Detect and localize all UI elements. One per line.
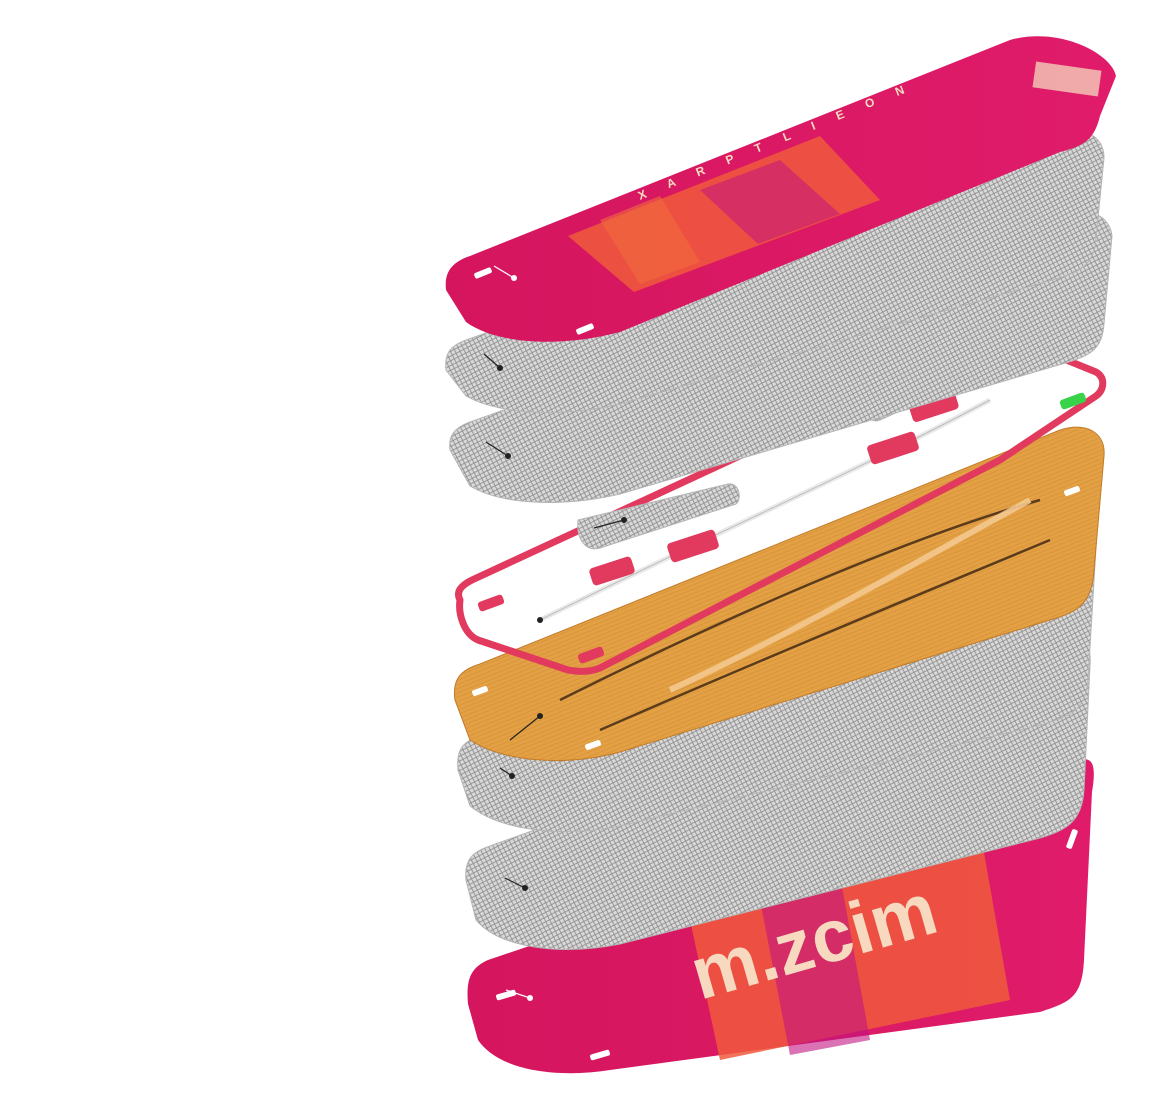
leader-dot bbox=[509, 773, 515, 779]
deck-insert-slot bbox=[474, 267, 492, 279]
leader-line bbox=[493, 265, 515, 279]
reinforcement-patch-front bbox=[577, 483, 740, 550]
top-deck-print-band-3 bbox=[600, 196, 700, 284]
leader-line bbox=[483, 353, 501, 369]
leader-dot bbox=[621, 517, 627, 523]
top-deck-logo-patch bbox=[1032, 61, 1102, 97]
wood-core-layer bbox=[453, 426, 1105, 761]
leader-dot bbox=[537, 617, 543, 623]
leader-line bbox=[509, 715, 541, 741]
leader-line bbox=[504, 877, 526, 889]
core-insert-slot bbox=[472, 686, 488, 696]
deck-insert-slot bbox=[576, 323, 594, 335]
base-print-band-2 bbox=[760, 876, 870, 1055]
leader-line bbox=[593, 519, 625, 529]
leader-dot bbox=[527, 995, 533, 1001]
base-insert-slot bbox=[590, 1049, 610, 1061]
leader-line bbox=[505, 989, 531, 999]
wood-core-stringer bbox=[599, 538, 1051, 732]
insert-block bbox=[867, 431, 919, 465]
base-insert-slot bbox=[1066, 829, 1078, 849]
insert-rod-layer bbox=[537, 397, 992, 623]
leader-dot bbox=[511, 275, 517, 281]
sidewall-rim bbox=[455, 334, 1107, 675]
leader-dot bbox=[505, 453, 511, 459]
top-deck-layer: X A R P T L I E O N bbox=[445, 36, 1116, 342]
insert-block bbox=[589, 556, 635, 586]
wood-core-board bbox=[453, 426, 1105, 761]
core-insert-slot bbox=[585, 740, 601, 750]
insert-block bbox=[667, 529, 719, 563]
core-insert-slot bbox=[1064, 486, 1080, 496]
insert-rod-outline bbox=[539, 399, 991, 621]
wood-core-stringer bbox=[559, 498, 1041, 702]
leader-dot bbox=[537, 713, 543, 719]
inserts-layer bbox=[589, 392, 959, 586]
rim-insert-green bbox=[1059, 392, 1087, 410]
rim-insert-red bbox=[577, 646, 605, 664]
top-deck-print-band-2 bbox=[700, 160, 840, 244]
insert-block bbox=[909, 392, 959, 422]
deck-insert-slot bbox=[968, 41, 986, 53]
base-insert-slot bbox=[496, 989, 516, 1001]
leader-dot bbox=[497, 365, 503, 371]
wood-core-inlay bbox=[668, 497, 1032, 693]
leader-dot bbox=[522, 885, 528, 891]
leader-line bbox=[485, 441, 509, 457]
rim-insert-red bbox=[477, 594, 505, 612]
